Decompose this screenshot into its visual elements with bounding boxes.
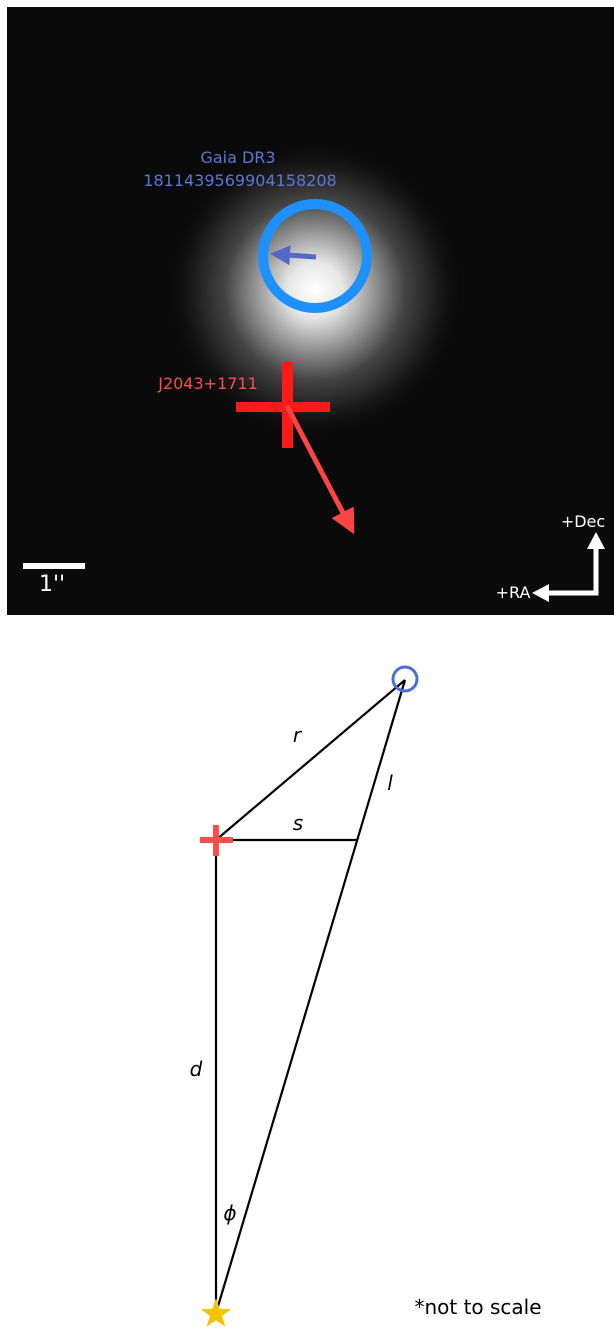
star-icon [200,1298,232,1327]
compass-dec-label: +Dec [561,512,605,531]
compass-ra-label: +RA [496,583,531,602]
label-s: s [293,811,303,835]
source-label: J2043+1711 [157,374,258,393]
scale-bar-label: 1'' [39,572,65,597]
scale-bar: 1'' [23,563,85,597]
label-phi: ϕ [223,1201,236,1225]
label-d: d [190,1057,203,1081]
image-panel: Gaia DR3 1811439569904158208 J2043+1711 … [7,7,614,615]
source-cross-symbol [200,825,233,856]
gaia-label-line2: 1811439569904158208 [143,171,336,190]
line-l [214,679,407,1314]
star-glow [165,140,465,440]
gaia-proper-motion-arrow [270,245,317,266]
label-l: l [387,771,393,795]
source-cross-marker [236,362,330,448]
source-proper-motion-arrow [284,404,355,535]
gaia-circle-symbol [391,665,419,693]
line-r [215,679,406,841]
not-to-scale-note: *not to scale [414,1295,541,1319]
compass: +Dec +RA [496,512,605,602]
label-r: r [293,723,303,747]
ra-arrowhead [532,584,549,602]
dec-arrowhead [587,532,605,549]
gaia-circle-marker [258,199,372,313]
geometry-diagram: r s l d ϕ *not to scale [190,665,542,1327]
gaia-label-line1: Gaia DR3 [200,148,275,167]
